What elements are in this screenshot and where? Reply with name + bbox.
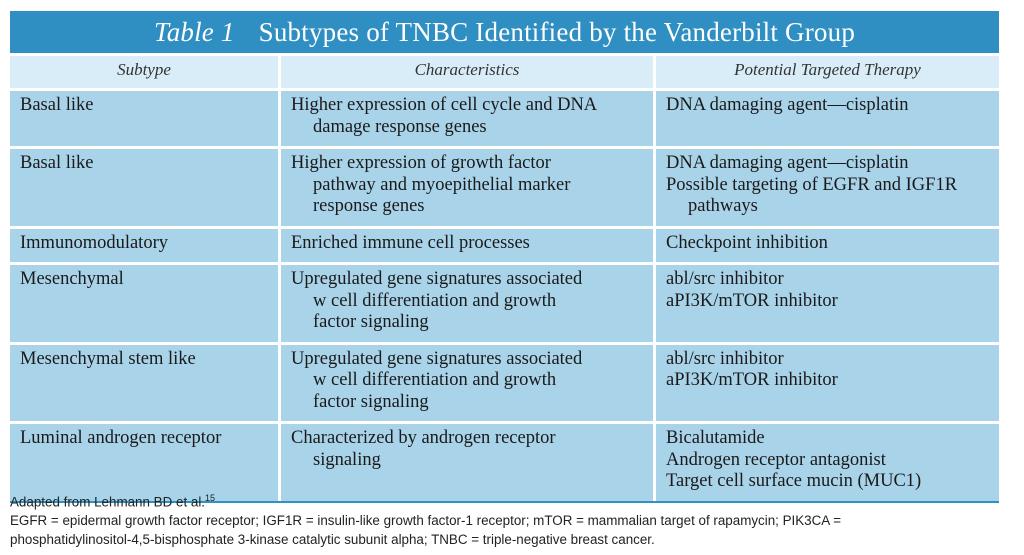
cell-subtype: Luminal androgen receptor xyxy=(10,421,278,501)
column-header-therapy: Potential Targeted Therapy xyxy=(653,53,999,88)
therapy-line: Androgen receptor antagonist xyxy=(666,449,886,470)
characteristics-line: signaling xyxy=(313,449,381,470)
abbreviations-line-1: EGFR = epidermal growth factor receptor;… xyxy=(10,513,842,529)
therapy-line: aPI3K/mTOR inhibitor xyxy=(666,370,838,390)
header-row: Subtype Characteristics Potential Target… xyxy=(10,53,999,88)
subtype-text: Mesenchymal xyxy=(20,269,124,289)
therapy-line: abl/src inhibitor xyxy=(666,348,784,369)
cell-therapy: Checkpoint inhibition xyxy=(653,225,999,262)
therapy-line: aPI3K/mTOR inhibitor xyxy=(666,290,838,311)
characteristics-line: Characterized by androgen receptor xyxy=(291,428,556,448)
characteristics-line: factor signaling xyxy=(313,312,429,332)
characteristics-line: pathway and myoepithelial marker xyxy=(313,174,571,195)
cell-subtype: Immunomodulatory xyxy=(10,225,278,262)
cell-subtype: Mesenchymal stem like xyxy=(10,341,278,421)
characteristics-line: w cell differentiation and growth xyxy=(313,290,557,311)
characteristics-line: Upregulated gene signatures associated xyxy=(291,269,583,289)
table-title: Subtypes of TNBC Identified by the Vande… xyxy=(258,16,856,47)
table-row: Basal like Higher expression of cell cycl… xyxy=(10,88,999,146)
table-row: Basal like Higher expression of growth fa… xyxy=(10,146,999,226)
table-frame: Table 1 Subtypes of TNBC Identified by t… xyxy=(10,11,999,503)
cell-subtype: Mesenchymal xyxy=(10,262,278,342)
footnotes: Adapted from Lehmann BD et al.15 EGFR = … xyxy=(10,489,1015,549)
table-row: Mesenchymal Upregulated gene signatures a… xyxy=(10,262,999,342)
therapy-line: pathways xyxy=(688,196,758,216)
characteristics-line: Upregulated gene signatures associated xyxy=(291,348,583,369)
cell-subtype: Basal like xyxy=(10,146,278,226)
therapy-line: abl/src inhibitor xyxy=(666,269,784,289)
column-header-characteristics: Characteristics xyxy=(278,53,653,88)
table-label: Table 1 xyxy=(153,16,235,47)
abbreviations-line-2: phosphatidylinositol-4,5-bisphosphate 3-… xyxy=(10,532,655,548)
therapy-line: Checkpoint inhibition xyxy=(666,232,828,253)
table-row: Mesenchymal stem like Upregulated gene si… xyxy=(10,341,999,421)
reference-number: 15 xyxy=(205,493,216,503)
therapy-line: DNA damaging agent—cisplatin xyxy=(666,153,909,173)
therapy-line: Bicalutamide xyxy=(666,428,765,448)
table-body: Basal like Higher expression of cell cycl… xyxy=(10,88,999,501)
cell-characteristics: Enriched immune cell processes xyxy=(278,225,653,262)
characteristics-line: Higher expression of cell cycle and DNA xyxy=(291,95,598,115)
table-title-bar: Table 1 Subtypes of TNBC Identified by t… xyxy=(10,11,999,53)
column-header-subtype: Subtype xyxy=(10,53,278,88)
adapted-text: Adapted from Lehmann BD et al. xyxy=(10,494,206,510)
characteristics-line: damage response genes xyxy=(313,116,487,137)
subtype-text: Basal like xyxy=(20,95,94,115)
characteristics-line: w cell differentiation and growth xyxy=(313,370,557,390)
subtype-text: Luminal androgen receptor xyxy=(20,428,222,448)
subtype-text: Immunomodulatory xyxy=(20,232,168,253)
characteristics-line: factor signaling xyxy=(313,391,429,412)
table-row: Immunomodulatory Enriched immune cell pro… xyxy=(10,225,999,262)
therapy-line: DNA damaging agent—cisplatin xyxy=(666,95,909,115)
therapy-line: Possible targeting of EGFR and IGF1R xyxy=(666,174,958,195)
footnote-adapted: Adapted from Lehmann BD et al.15 xyxy=(10,489,1015,511)
characteristics-line: response genes xyxy=(313,196,425,216)
characteristics-line: Higher expression of growth factor xyxy=(291,153,551,173)
subtype-text: Mesenchymal stem like xyxy=(20,348,196,369)
table-row: Luminal androgen receptor Characterized b… xyxy=(10,421,999,501)
therapy-line: Target cell surface mucin (MUC1) xyxy=(666,471,922,491)
characteristics-line: Enriched immune cell processes xyxy=(291,232,530,253)
cell-subtype: Basal like xyxy=(10,88,278,146)
subtypes-table: Subtype Characteristics Potential Target… xyxy=(10,53,999,501)
cell-therapy: DNA damaging agent—cisplatin xyxy=(653,88,999,146)
subtype-text: Basal like xyxy=(20,153,94,173)
footnote-abbreviations: EGFR = epidermal growth factor receptor;… xyxy=(10,511,1015,549)
